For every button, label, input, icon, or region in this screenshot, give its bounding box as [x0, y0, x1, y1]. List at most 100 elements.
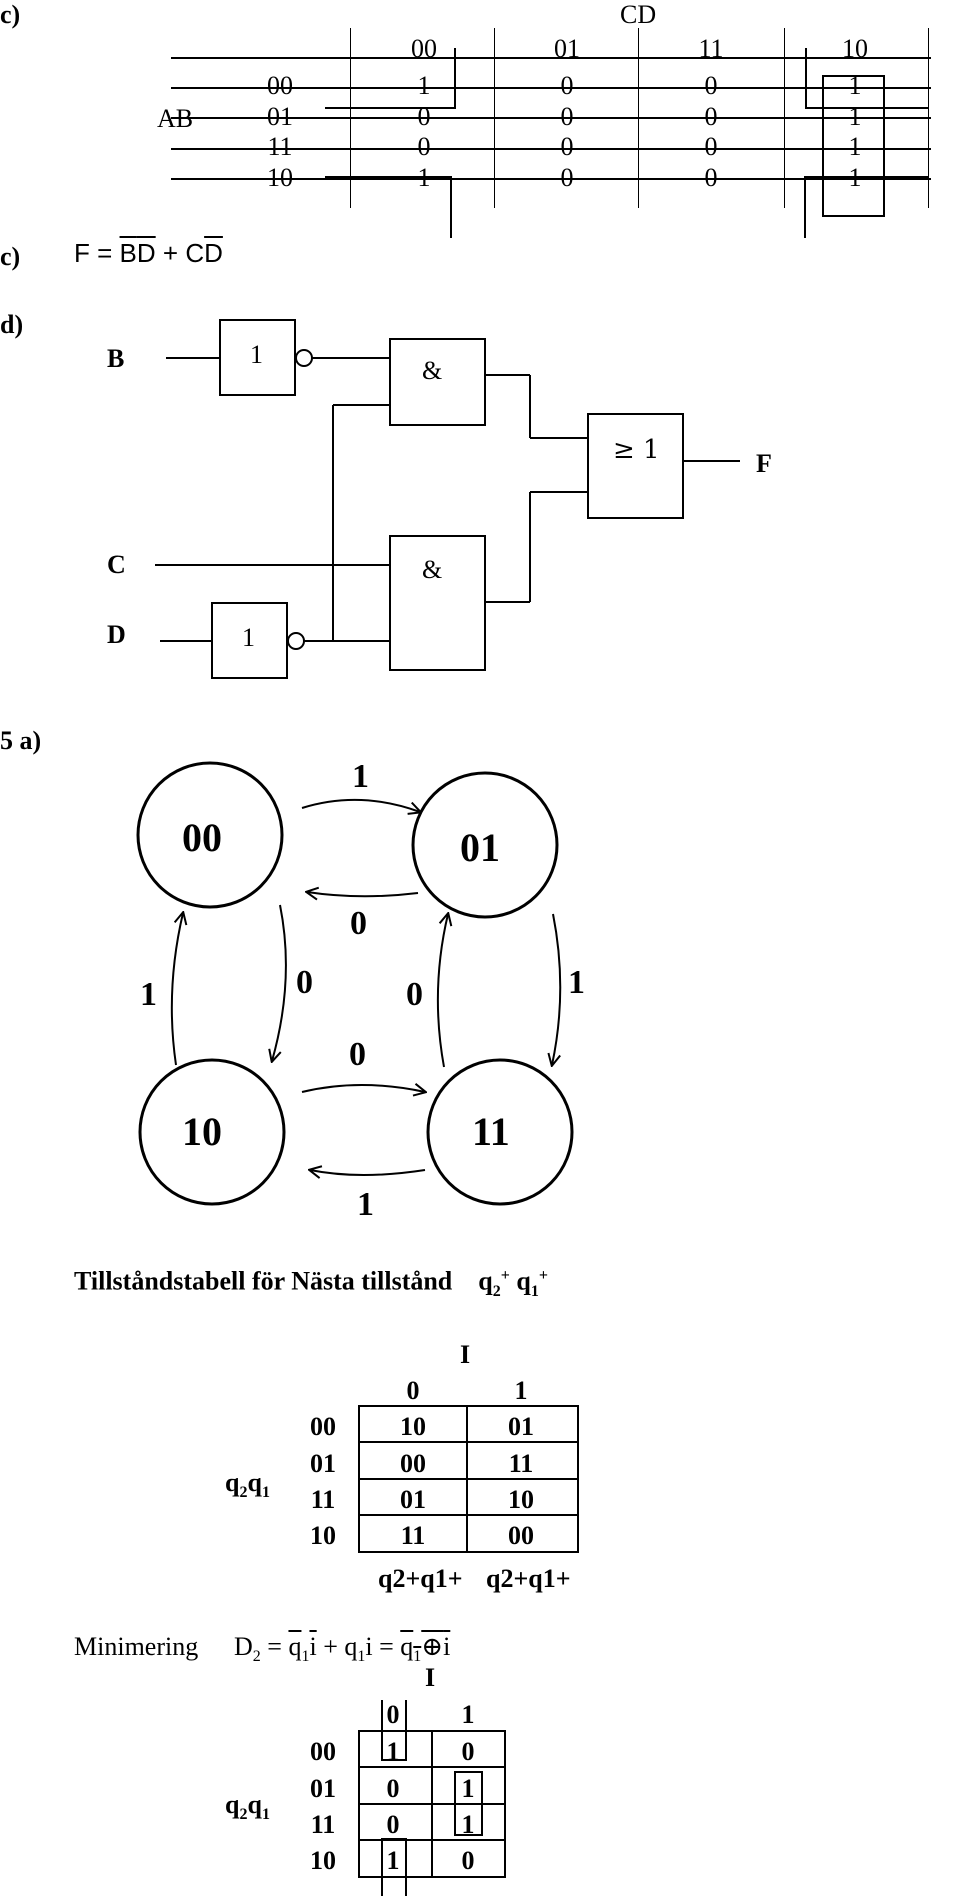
kmap-cell: 1: [848, 71, 862, 100]
kmap-cell: 0: [560, 71, 574, 100]
k2-row-label: 10: [310, 1846, 336, 1875]
q2-sub: 2: [492, 1282, 501, 1300]
kmap-col-var: CD: [620, 0, 657, 29]
state-diagram-svg: [136, 761, 574, 1206]
k2-row-label: 01: [310, 1774, 336, 1803]
edge-00-01: [301, 798, 420, 812]
kmap-col-header: 01: [554, 34, 580, 63]
q1-sup: +: [538, 1267, 548, 1284]
st-cell: 11: [400, 1521, 426, 1550]
circuit-svg: [155, 319, 740, 679]
input-d-label: D: [107, 620, 126, 649]
edge-10-11: [301, 1085, 425, 1092]
not-gate-d-label: 1: [242, 623, 255, 652]
state-11-circle: [426, 1058, 574, 1206]
state-11: 11: [472, 1109, 510, 1154]
st-row-label: 11: [310, 1485, 336, 1514]
edge-label-00-10: 0: [296, 964, 313, 1001]
k2-row-label: 11: [310, 1810, 336, 1839]
kmap-hline: [171, 178, 931, 180]
edge-label-10-11: 0: [349, 1036, 366, 1073]
kmap-row-label: 11: [267, 132, 293, 161]
edge-10-00: [170, 913, 183, 1066]
minimering-label: Minimering: [74, 1632, 199, 1661]
eq-lhs: F: [74, 238, 90, 268]
kmap-cell: 0: [704, 163, 718, 192]
edge-01-00: [307, 892, 419, 896]
minimering-equation: D2 = q1i + q1i = q1⊕i: [234, 1632, 451, 1666]
k2-col-header: 0: [386, 1700, 400, 1729]
st-row-label: 10: [310, 1521, 336, 1550]
kmap-group-bottom-right: [804, 176, 928, 238]
state-00: 00: [182, 815, 222, 860]
st-col-header: 0: [406, 1376, 420, 1405]
st-row-label: 01: [310, 1449, 336, 1478]
kmap-vline: [494, 28, 495, 208]
k2-cell: 1: [386, 1846, 400, 1875]
st-cell: 00: [508, 1521, 534, 1550]
st-cell: 11: [508, 1449, 534, 1478]
kmap-group-bottom-left: [325, 176, 452, 238]
kmap-cell: 1: [417, 71, 431, 100]
kmap-vline: [638, 28, 639, 208]
kmap-row-label: 01: [267, 102, 293, 131]
not-gate-b-label: 1: [250, 340, 263, 369]
k2-cell: 0: [461, 1846, 475, 1875]
or-gate: [587, 413, 684, 519]
state-01-circle: [411, 771, 559, 919]
kmap-hline: [171, 117, 931, 119]
kmap-hline: [171, 148, 931, 150]
input-c-label: C: [107, 550, 126, 579]
equation: F = BD + CD: [74, 240, 223, 266]
and-gate-top: [389, 338, 486, 426]
edge-label-01-00: 0: [350, 905, 367, 942]
kmap-cell: 0: [560, 132, 574, 161]
st-footer: q2+q1+: [486, 1564, 571, 1593]
st-cell: 01: [400, 1485, 426, 1514]
part-5a-label: 5 a): [0, 726, 42, 755]
st-cell: 10: [400, 1412, 426, 1441]
part-c-label: c): [0, 0, 21, 29]
state-table-title: Tillståndstabell för Nästa tillstånd q2+…: [74, 1268, 548, 1300]
kmap-cell: 0: [704, 132, 718, 161]
and-gate-bottom-label: &: [422, 555, 443, 584]
part-d-label: d): [0, 310, 24, 339]
kmap-row-label: 00: [267, 71, 293, 100]
st-footer: q2+q1+: [378, 1564, 463, 1593]
kmap-cell: 1: [848, 132, 862, 161]
eq-term-d-bar-2: D: [204, 238, 223, 268]
kmap-cell: 0: [560, 102, 574, 131]
q1-label: q: [516, 1266, 531, 1296]
output-f-label: F: [756, 449, 772, 478]
kmap-group-top-left: [325, 48, 456, 109]
kmap-col-header: 11: [698, 34, 724, 63]
k2-group-bottom: [381, 1838, 407, 1896]
state-10: 10: [182, 1109, 222, 1154]
eq-term-b-bar: B: [119, 238, 137, 268]
edge-11-01: [436, 914, 448, 1068]
st-row-label: 00: [310, 1412, 336, 1441]
st-col-var: I: [460, 1340, 471, 1369]
k2-col-var: I: [425, 1663, 436, 1692]
st-col-header: 1: [514, 1376, 528, 1405]
q2-sup: +: [500, 1267, 510, 1284]
kmap-cell: 1: [848, 102, 862, 131]
kmap-row-label: 10: [267, 163, 293, 192]
st-row-var: q2q1: [225, 1468, 270, 1502]
kmap-group-column-10: [822, 75, 885, 217]
kmap-cell: 0: [560, 163, 574, 192]
state-10-circle: [138, 1058, 286, 1206]
q1-sub: 1: [530, 1282, 539, 1300]
kmap-groupings: [325, 48, 928, 238]
k2-cell: 1: [461, 1810, 475, 1839]
or-gate-label: ≥ 1: [613, 435, 660, 465]
input-b-label: B: [107, 344, 125, 373]
eq-sign: =: [97, 238, 113, 268]
st-cell: 10: [508, 1485, 534, 1514]
kmap-cell: 0: [417, 102, 431, 131]
xor-expression: q1⊕i: [400, 1632, 451, 1666]
k2-col-header: 1: [461, 1700, 475, 1729]
k2-cell: 0: [461, 1737, 475, 1766]
state-table-title-text: Tillståndstabell för Nästa tillstånd: [74, 1266, 453, 1296]
